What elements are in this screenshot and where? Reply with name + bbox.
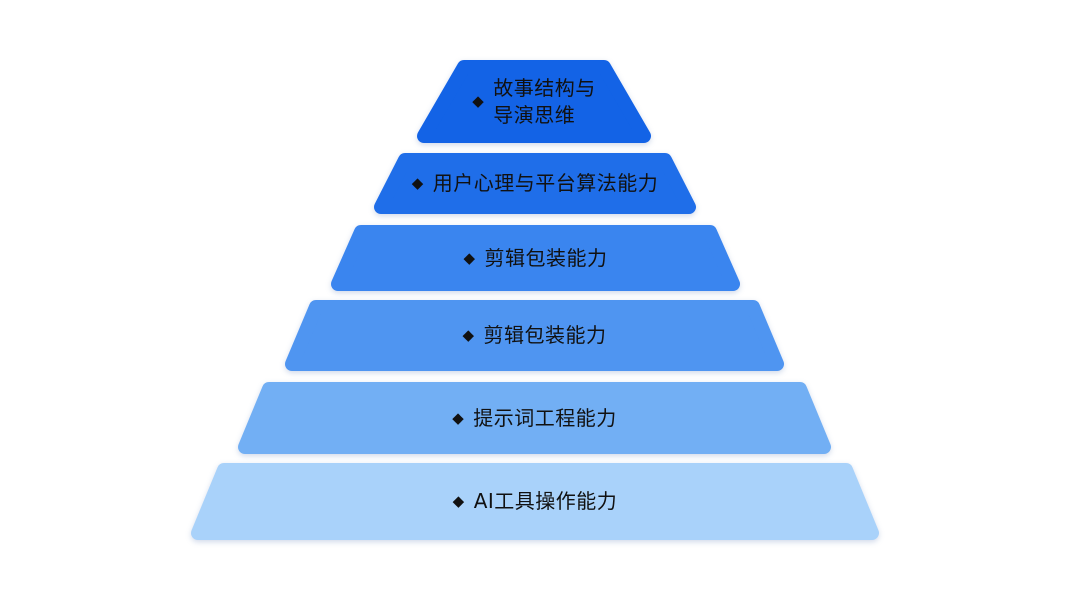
layer-text: 剪辑包装能力 bbox=[483, 323, 607, 347]
pyramid-layer-5: ◆ 提示词工程能力 bbox=[238, 382, 831, 454]
layer-label: ◆ 提示词工程能力 bbox=[238, 382, 831, 454]
diamond-bullet-icon: ◆ bbox=[463, 248, 476, 267]
layer-shape-polygon bbox=[191, 463, 879, 540]
layer-shape bbox=[417, 60, 651, 143]
pyramid-layer-2: ◆ 用户心理与平台算法能力 bbox=[374, 153, 696, 214]
layer-text: 剪辑包装能力 bbox=[484, 245, 608, 270]
layer-label: ◆ 用户心理与平台算法能力 bbox=[374, 153, 696, 214]
layer-shape-polygon bbox=[374, 153, 696, 214]
layer-label: ◆ 剪辑包装能力 bbox=[285, 300, 784, 371]
diamond-bullet-icon: ◆ bbox=[452, 492, 465, 510]
diamond-bullet-icon: ◆ bbox=[472, 92, 485, 110]
layer-shape-polygon bbox=[238, 382, 831, 454]
layer-shape-polygon bbox=[285, 300, 784, 371]
diamond-bullet-icon: ◆ bbox=[452, 408, 465, 427]
layer-shape bbox=[331, 225, 740, 291]
layer-shape-polygon bbox=[331, 225, 740, 291]
layer-shape bbox=[238, 382, 831, 454]
layer-shape-polygon bbox=[417, 60, 651, 143]
layer-shape bbox=[285, 300, 784, 371]
layer-label: ◆ 故事结构与 导演思维 bbox=[417, 60, 651, 143]
layer-text: 提示词工程能力 bbox=[473, 405, 617, 430]
pyramid-layer-4: ◆ 剪辑包装能力 bbox=[285, 300, 784, 371]
layer-label: ◆ 剪辑包装能力 bbox=[331, 225, 740, 291]
pyramid-layer-1: ◆ 故事结构与 导演思维 bbox=[417, 60, 651, 143]
diamond-bullet-icon: ◆ bbox=[411, 174, 424, 192]
layer-text: AI工具操作能力 bbox=[473, 489, 618, 513]
diamond-bullet-icon: ◆ bbox=[462, 326, 475, 344]
pyramid-layer-6: ◆ AI工具操作能力 bbox=[191, 463, 879, 540]
layer-label: ◆ AI工具操作能力 bbox=[191, 463, 879, 540]
layer-text: 用户心理与平台算法能力 bbox=[432, 171, 659, 195]
layer-shape bbox=[191, 463, 879, 540]
layer-shape bbox=[374, 153, 696, 214]
pyramid-layer-3: ◆ 剪辑包装能力 bbox=[331, 225, 740, 291]
layer-text: 故事结构与 导演思维 bbox=[493, 75, 596, 127]
